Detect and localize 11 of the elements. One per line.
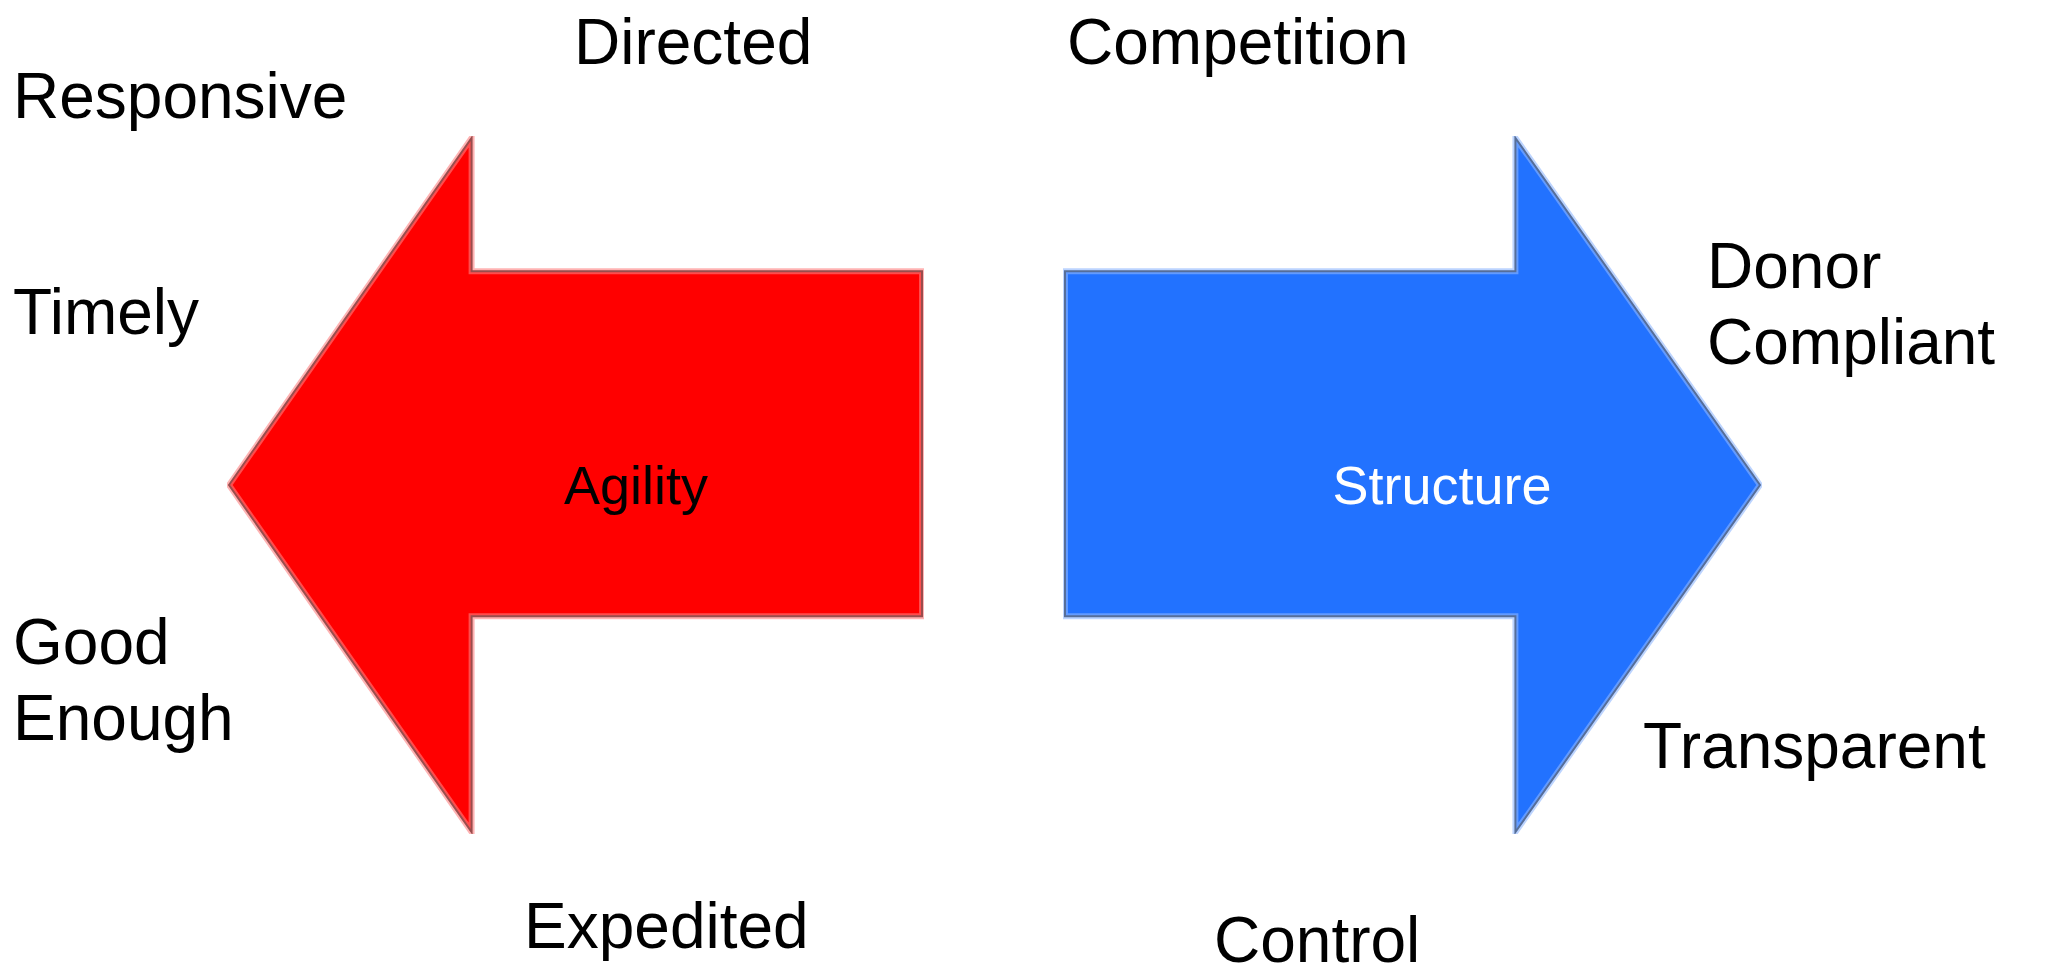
- keyword-label: Timely: [13, 275, 201, 350]
- arrow-label: Agility: [564, 454, 708, 517]
- keyword-label: Control: [1214, 903, 1422, 969]
- keyword-label: Directed: [574, 5, 814, 80]
- keyword-label: Responsive: [13, 59, 349, 134]
- keyword-label: Competition: [1067, 5, 1410, 80]
- keyword-label: Donor Compliant: [1707, 229, 1997, 380]
- keyword-label: Transparent: [1643, 709, 1987, 784]
- arrow-label: Structure: [1332, 454, 1552, 517]
- keyword-label: Expedited: [524, 889, 810, 964]
- keyword-label: Good Enough: [13, 605, 235, 756]
